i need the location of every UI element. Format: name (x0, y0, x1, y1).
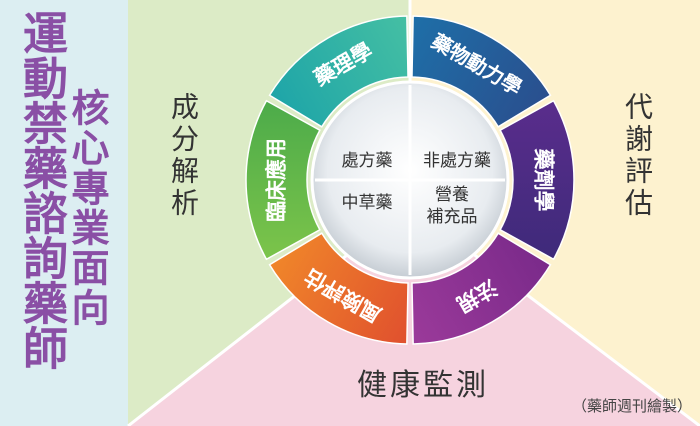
quadrant-herbal: 中草藥 (342, 193, 393, 213)
ring-segment-regulations (411, 232, 552, 345)
credit-text: （藥師週刊繪製） (571, 397, 692, 415)
quadrant-supplement-line1: 營養 (435, 185, 469, 205)
title-panel-background (0, 0, 128, 426)
quadrant-prescription: 處方藥 (342, 151, 393, 171)
quadrant-otc: 非處方藥 (423, 151, 491, 171)
ring-label-clinical-application: 臨床應用 (265, 138, 289, 222)
title-column-2: 核心專業面向 (65, 88, 109, 328)
label-metabolism-assessment: 代謝評估 (621, 92, 654, 220)
ring-segment-pharmacology (268, 15, 409, 128)
ring-segment-pharmaceutics (499, 99, 575, 261)
label-ingredient-analysis: 成分解析 (167, 92, 200, 220)
ring-segment-pharmacokinetics (411, 15, 552, 128)
ring-segment-clinical-application (245, 99, 321, 261)
title-column-1: 運動禁藥諮詢藥師 (15, 10, 68, 370)
ring-segment-risk-assessment (268, 232, 409, 345)
label-health-monitoring: 健康監測 (357, 368, 489, 403)
quadrant-supplement-line2: 補充品 (427, 207, 478, 227)
ring-label-pharmaceutics: 藥劑學 (532, 148, 556, 212)
